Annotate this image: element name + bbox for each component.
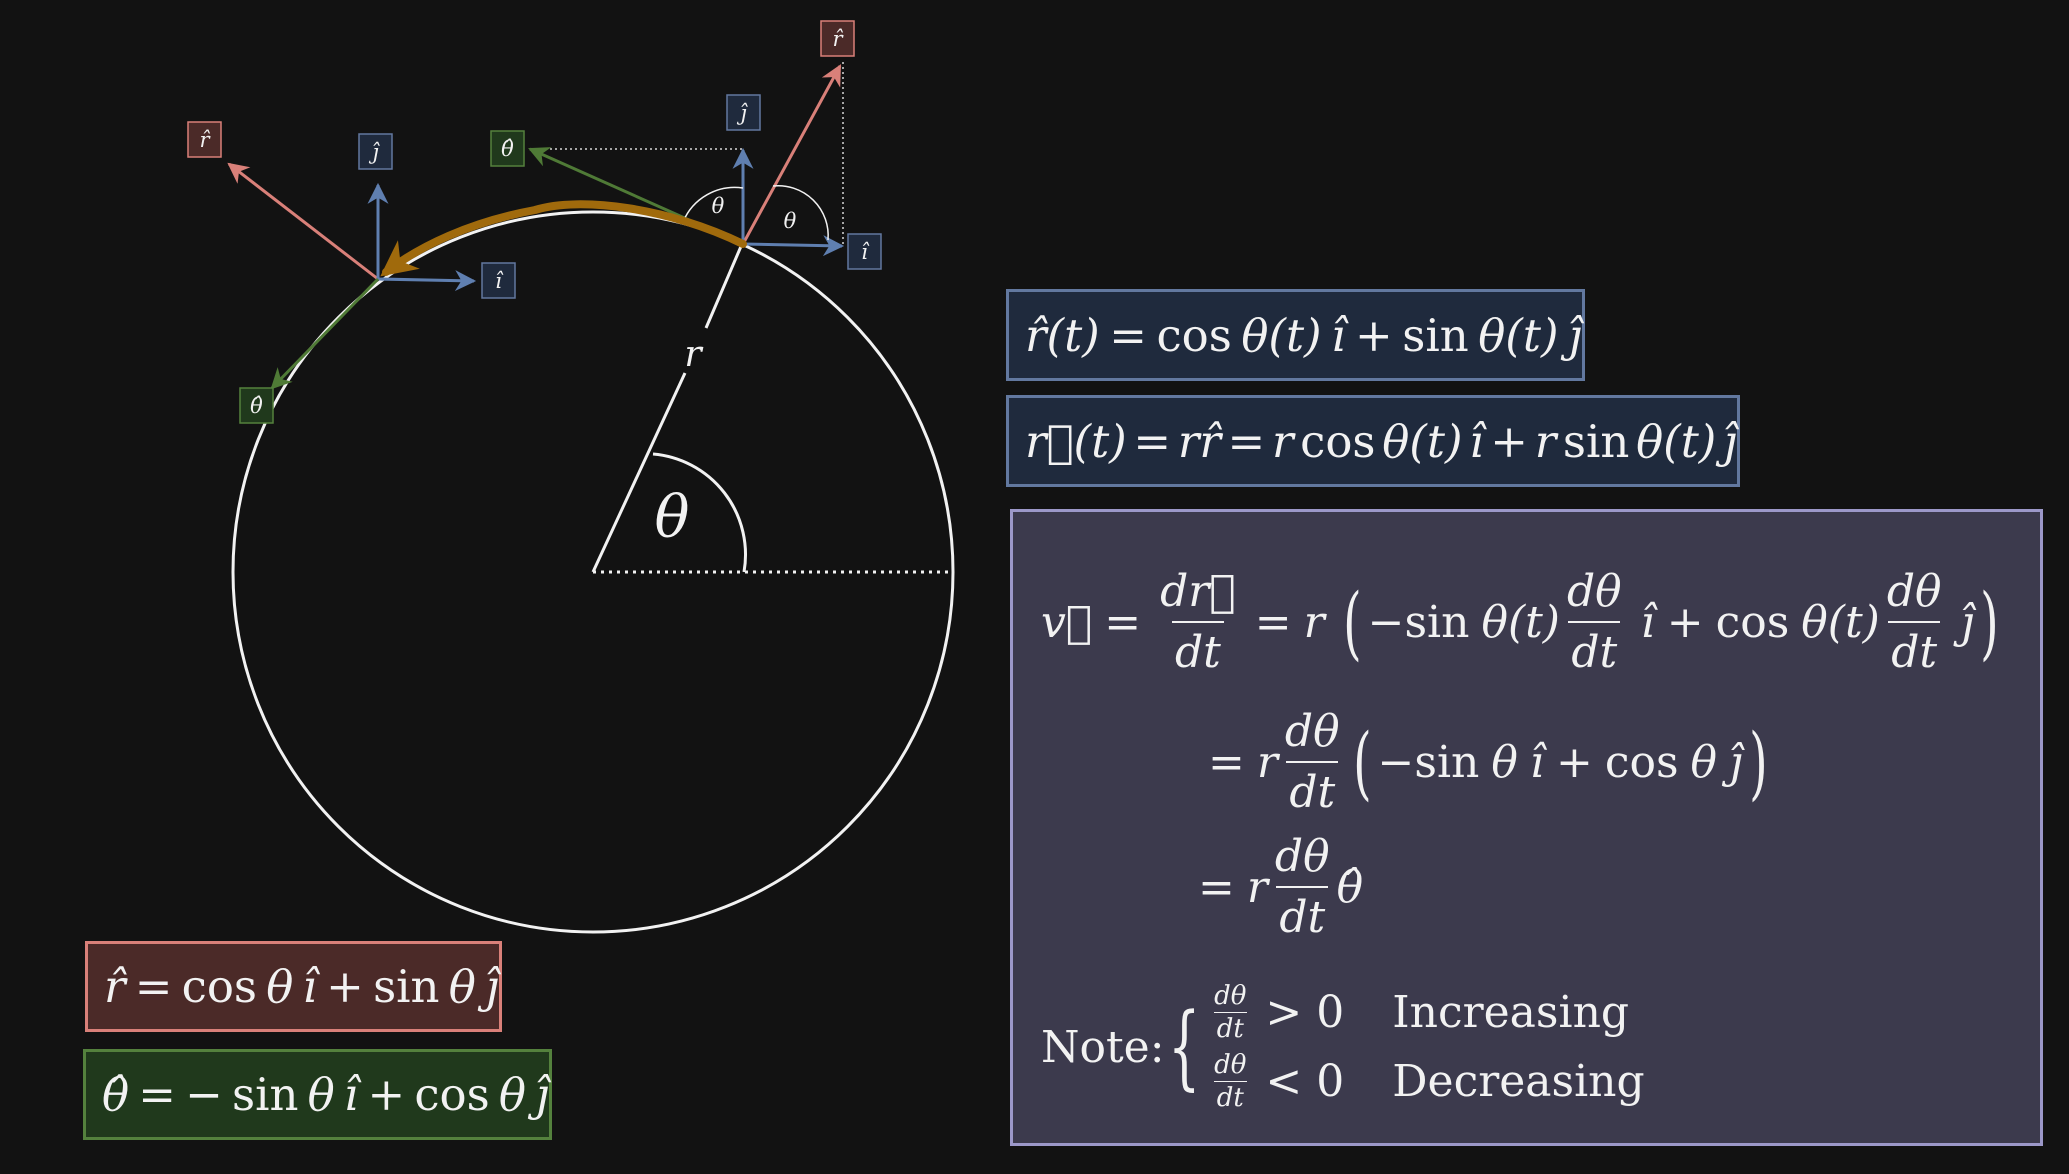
- theta-hat-definition: θ̂ = − sin θ î + cos θ ĵ: [83, 1049, 552, 1140]
- i-hat-arrow-2: [377, 270, 477, 292]
- circle: [231, 210, 955, 934]
- i-hat-arrow-1: [742, 235, 845, 257]
- small-angle-arc-1: [682, 186, 744, 223]
- r-hat-definition: r̂ = cos θ î + sin θ ĵ: [85, 941, 502, 1032]
- svg-text:r̂: r̂: [832, 27, 844, 51]
- r-hat-of-t-equation: r̂(t) = cos θ(t) î + sin θ(t) ĵ: [1006, 289, 1585, 381]
- center-angle-label: θ: [655, 483, 690, 551]
- radius-label: r: [684, 334, 703, 375]
- note-label: Note:: [1041, 1021, 1165, 1073]
- dr-dt-fraction: dr⃗dt: [1160, 566, 1236, 678]
- motion-path-arrow: [380, 200, 747, 277]
- svg-text:r̂: r̂: [199, 128, 211, 152]
- i-hat-label-2: î: [481, 262, 516, 299]
- polar-unit-vector-diagram: θ r θ θ r̂ ĵ θ̂ î r̂ ĵ î: [187, 20, 955, 934]
- r-hat-arrow-1: [741, 64, 842, 245]
- r-hat-label-2: r̂: [187, 121, 222, 158]
- theta-hat-label-1: θ̂: [490, 130, 525, 167]
- center-angle-arc: [652, 452, 747, 573]
- theta-hat-label-2: θ̂: [239, 387, 274, 424]
- radius-line-upper: [704, 243, 744, 329]
- svg-text:î: î: [861, 240, 870, 264]
- small-angle-arc-2: [772, 184, 829, 241]
- i-hat-label-1: î: [847, 233, 882, 270]
- svg-text:î: î: [495, 269, 504, 293]
- r-hat-arrow-2: [227, 162, 379, 281]
- small-angle-label-2: θ: [784, 209, 797, 233]
- j-hat-label-1: ĵ: [726, 94, 761, 131]
- svg-text:θ̂: θ̂: [501, 137, 514, 161]
- radius-line: [591, 372, 687, 573]
- small-angle-label-1: θ: [712, 194, 725, 218]
- r-vector-of-t-equation: r⃗(t) = rr̂ = r cos θ(t) î + r sin θ(t) …: [1006, 395, 1740, 487]
- r-hat-label-1: r̂: [820, 20, 855, 57]
- j-hat-label-2: ĵ: [358, 133, 393, 170]
- theta-hat-arrow-2: [270, 277, 380, 390]
- svg-text:θ̂: θ̂: [250, 394, 263, 418]
